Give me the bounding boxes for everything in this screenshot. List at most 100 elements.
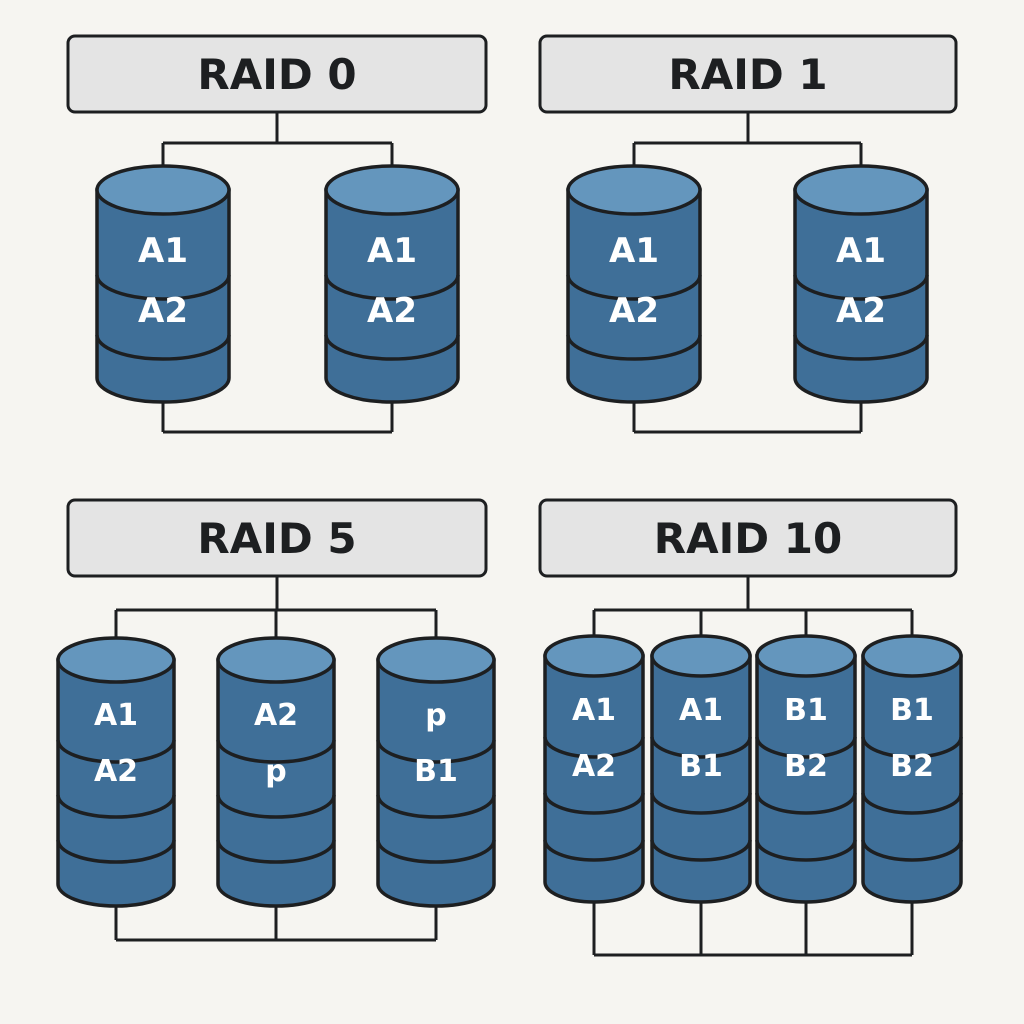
disk-platter-line (324, 274, 460, 301)
panel-title: RAID 10 (654, 514, 842, 563)
disk-body (861, 654, 963, 904)
connector-lines (592, 576, 914, 957)
disk-platter-line (543, 839, 645, 862)
block-label: A1 (836, 231, 886, 271)
disk-platter-line (376, 794, 496, 819)
disk-top (56, 636, 176, 684)
block-label: A1 (679, 693, 723, 728)
disk-platter-line (566, 334, 702, 361)
disk-2: A2 p (216, 636, 336, 908)
disk-platter-line (56, 739, 176, 764)
block-label: A2 (94, 754, 138, 789)
disk-platter-line (755, 839, 857, 862)
block-label: A1 (94, 698, 138, 733)
disk-body (650, 654, 752, 904)
block-label: A1 (609, 231, 659, 271)
title-box: RAID 10 (538, 498, 958, 578)
block-label: A2 (367, 291, 417, 331)
disk-top (95, 164, 231, 216)
connector-lines (114, 576, 438, 942)
block-label: A1 (367, 231, 417, 271)
disk-top (650, 634, 752, 678)
disk-top (861, 634, 963, 678)
block-label: B1 (890, 693, 934, 728)
disk-platter-line (861, 736, 963, 759)
disk-platter-line (95, 334, 231, 361)
block-label: A2 (254, 698, 298, 733)
block-label: B2 (890, 749, 934, 784)
title-box: RAID 0 (66, 34, 488, 114)
block-label: B1 (784, 693, 828, 728)
disk-top (755, 634, 857, 678)
block-label: A2 (138, 291, 188, 331)
disk-platter-line (56, 839, 176, 864)
disk-platter-line (793, 274, 929, 301)
disk-top (376, 636, 496, 684)
block-label: A2 (572, 749, 616, 784)
title-box: RAID 5 (66, 498, 488, 578)
disk-platter-line (543, 792, 645, 815)
block-label: A2 (836, 291, 886, 331)
disk-body (56, 658, 176, 908)
disk-platter-line (566, 274, 702, 301)
disk-top (566, 164, 702, 216)
disk-platter-line (755, 792, 857, 815)
panel-title: RAID 1 (668, 50, 827, 99)
connector-lines (161, 112, 394, 434)
disk-platter-line (650, 839, 752, 862)
block-label: B1 (414, 754, 458, 789)
disk-platter-line (861, 792, 963, 815)
disk-top (793, 164, 929, 216)
disk-platter-line (650, 792, 752, 815)
disk-platter-line (216, 794, 336, 819)
disk-body (216, 658, 336, 908)
disk-platter-line (324, 334, 460, 361)
disk-body (95, 188, 231, 404)
disk-platter-line (376, 739, 496, 764)
connector-lines (632, 112, 863, 434)
disk-platter-line (543, 736, 645, 759)
disk-body (566, 188, 702, 404)
disk-platter-line (56, 794, 176, 819)
disk-platter-line (376, 839, 496, 864)
block-label: B2 (784, 749, 828, 784)
block-label: A1 (138, 231, 188, 271)
disk-platter-line (95, 274, 231, 301)
disk-body (755, 654, 857, 904)
title-box: RAID 1 (538, 34, 958, 114)
block-label: A1 (572, 693, 616, 728)
disk-platter-line (861, 839, 963, 862)
disk-body (324, 188, 460, 404)
disk-platter-line (793, 334, 929, 361)
block-label: p (265, 754, 286, 789)
block-label: B1 (679, 749, 723, 784)
disk-platter-line (216, 839, 336, 864)
disk-body (543, 654, 645, 904)
disk-platter-line (755, 736, 857, 759)
disk-top (324, 164, 460, 216)
disk-body (376, 658, 496, 908)
disk-body (793, 188, 929, 404)
panel-title: RAID 0 (197, 50, 356, 99)
disk-top (216, 636, 336, 684)
panel-title: RAID 5 (197, 514, 356, 563)
block-label: p (425, 698, 446, 733)
block-label: A2 (609, 291, 659, 331)
disk-platter-line (650, 736, 752, 759)
disk-top (543, 634, 645, 678)
disk-platter-line (216, 739, 336, 764)
disk-3: pB1 (376, 636, 496, 908)
